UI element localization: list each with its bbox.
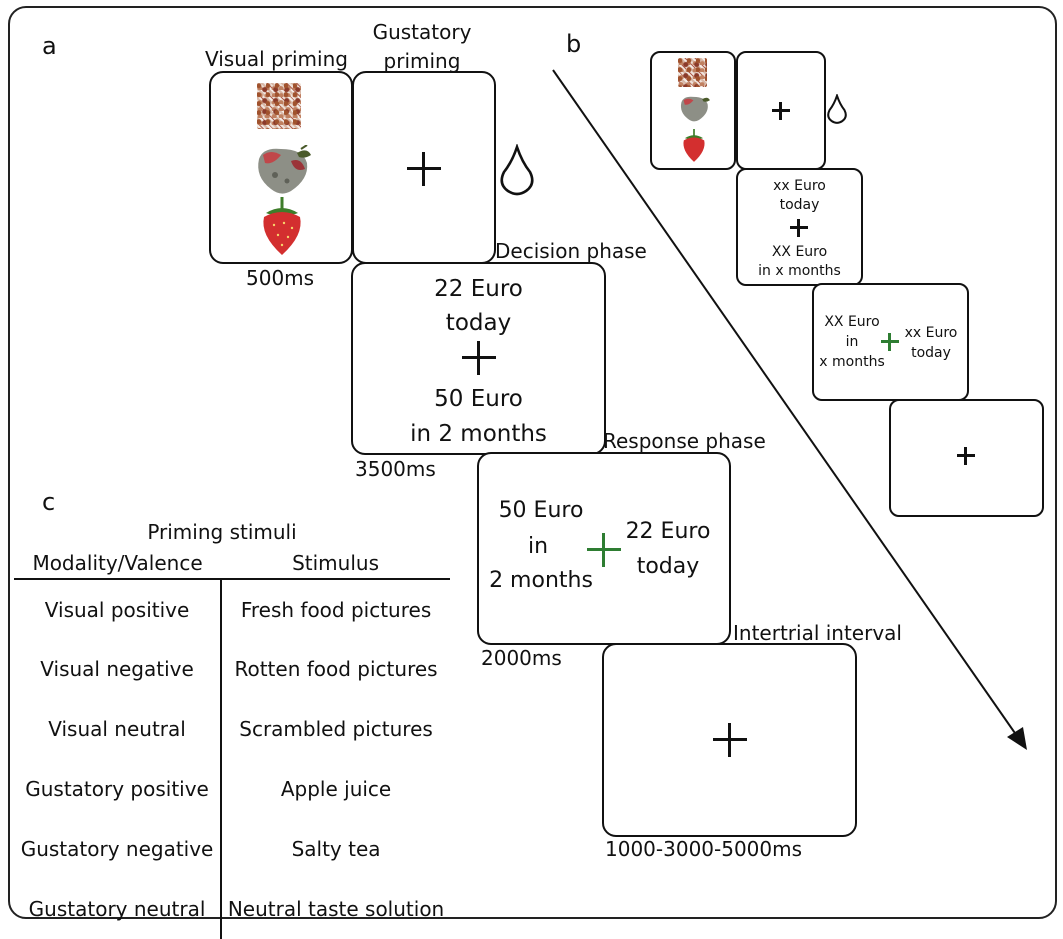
b-decision-top-line2: today xyxy=(779,197,820,213)
panel-c-letter: c xyxy=(42,488,56,516)
response-right-line2: today xyxy=(636,554,700,579)
decision-duration-label: 3500ms xyxy=(355,457,436,481)
response-left-line2: in xyxy=(527,534,549,559)
table-row: Gustatory neutral Neutral taste solution xyxy=(14,879,450,939)
decision-left-time: today xyxy=(445,310,512,336)
b-response-left-line1: XX Euro xyxy=(824,314,880,330)
b-response-right-line2: today xyxy=(911,345,951,361)
modality-cell: Visual neutral xyxy=(14,699,223,759)
b-response-left-line2: in xyxy=(845,334,859,350)
b-decision-screen: xx Euro today XX Euro in x months xyxy=(736,168,863,286)
figure-frame xyxy=(8,6,1057,919)
decision-right-time: in 2 months xyxy=(410,421,547,447)
b-decision-bottom-line2: in x months xyxy=(758,263,841,279)
priming-duration-label: 500ms xyxy=(246,266,315,290)
iti-duration-label: 1000-3000-5000ms xyxy=(605,837,803,861)
fixation-cross-icon xyxy=(790,219,808,237)
gustatory-priming-screen xyxy=(352,71,496,264)
table-row: Visual negative Rotten food pictures xyxy=(14,639,450,699)
b-iti-screen xyxy=(889,399,1044,517)
visual-priming-label: Visual priming xyxy=(205,47,348,71)
modality-cell: Gustatory neutral xyxy=(14,879,223,939)
fixation-cross-icon xyxy=(772,102,790,120)
scrambled-image-icon xyxy=(257,83,301,129)
b-gustatory-priming-screen xyxy=(736,51,826,170)
decision-left-amount: 22 Euro xyxy=(434,276,523,302)
b-decision-top-line1: xx Euro xyxy=(773,178,826,194)
gustatory-priming-label-line2: priming xyxy=(383,49,461,73)
decision-phase-label: Decision phase xyxy=(495,239,647,263)
response-left-line1: 50 Euro xyxy=(498,498,584,523)
response-right-line1: 22 Euro xyxy=(625,519,711,544)
header-modality: Modality/Valence xyxy=(14,547,222,580)
priming-stimuli-table: Modality/Valence Stimulus Visual positiv… xyxy=(14,547,450,939)
table-row: Gustatory positive Apple juice xyxy=(14,759,450,819)
response-cue-cross-icon xyxy=(587,533,621,567)
response-cue-cross-icon xyxy=(881,333,899,351)
table-row: Gustatory negative Salty tea xyxy=(14,819,450,879)
b-visual-priming-screen xyxy=(650,51,736,170)
stimulus-cell: Salty tea xyxy=(291,837,381,861)
stimulus-cell: Apple juice xyxy=(280,777,392,801)
modality-cell: Visual positive xyxy=(14,579,223,639)
iti-label: Intertrial interval xyxy=(733,621,902,645)
fixation-cross-icon xyxy=(957,447,975,465)
strawberry-icon xyxy=(683,129,705,162)
table-row: Visual neutral Scrambled pictures xyxy=(14,699,450,759)
b-response-left-line3: x months xyxy=(819,354,885,370)
modality-cell: Gustatory positive xyxy=(14,759,223,819)
response-left-line3: 2 months xyxy=(489,568,593,593)
iti-screen xyxy=(602,643,857,837)
b-response-screen: XX Euro in x months xx Euro today xyxy=(812,283,969,401)
stimulus-cell: Fresh food pictures xyxy=(240,597,432,622)
decision-phase-screen: 22 Euro today 50 Euro in 2 months xyxy=(351,262,606,455)
response-phase-screen: 50 Euro in 2 months 22 Euro today xyxy=(477,452,731,645)
b-decision-bottom-line1: XX Euro xyxy=(771,244,828,260)
modality-cell: Visual negative xyxy=(14,639,223,699)
fixation-cross-icon xyxy=(407,152,441,186)
stimulus-cell: Scrambled pictures xyxy=(239,717,433,741)
scrambled-image-icon xyxy=(678,58,707,87)
stimulus-cell: Rotten food pictures xyxy=(234,657,438,681)
fixation-cross-icon xyxy=(713,723,747,757)
decision-right-amount: 50 Euro xyxy=(434,386,523,412)
panel-b-letter: b xyxy=(566,30,582,58)
fixation-cross-icon xyxy=(462,341,496,375)
response-duration-label: 2000ms xyxy=(481,646,562,670)
b-response-right-line1: xx Euro xyxy=(904,325,958,341)
visual-priming-screen xyxy=(209,71,353,264)
table-row: Visual positive Fresh food pictures xyxy=(14,579,450,639)
droplet-icon xyxy=(827,94,847,124)
modality-cell: Gustatory negative xyxy=(14,819,223,879)
droplet-icon xyxy=(500,144,534,196)
strawberry-icon xyxy=(263,197,301,255)
gustatory-priming-label-line1: Gustatory xyxy=(372,20,472,44)
panel-a-letter: a xyxy=(42,32,57,60)
priming-table-title: Priming stimuli xyxy=(147,520,297,544)
stimulus-cell: Neutral taste solution xyxy=(227,897,445,921)
rotten-strawberry-icon xyxy=(680,96,710,122)
rotten-strawberry-icon xyxy=(258,145,311,194)
header-stimulus: Stimulus xyxy=(221,547,450,580)
response-phase-label: Response phase xyxy=(603,429,766,453)
